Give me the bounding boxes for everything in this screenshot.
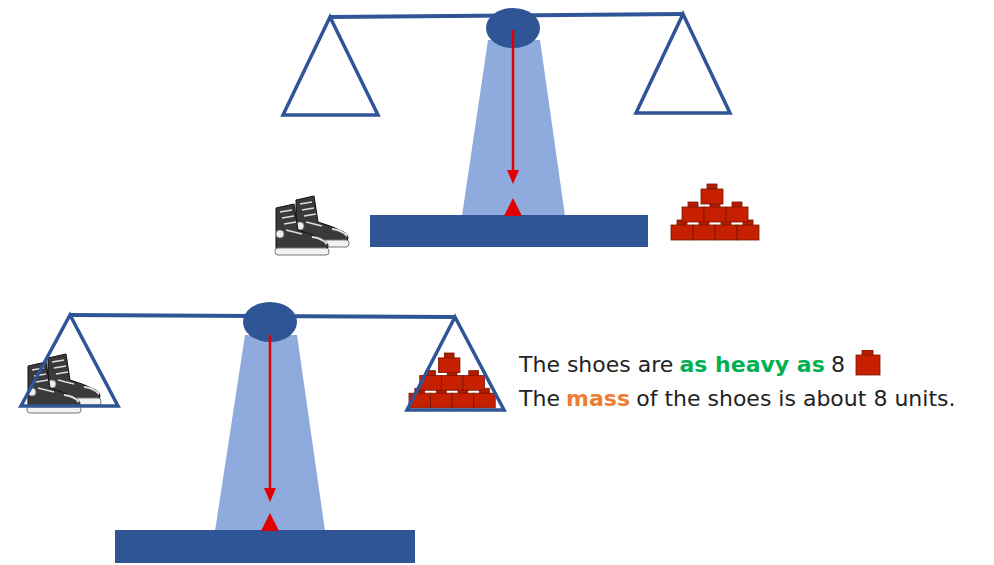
text-line: The shoes are as heavy as8 <box>519 349 979 380</box>
caption-text: The <box>519 386 560 411</box>
brick-icon <box>855 350 881 376</box>
text-line: Themassof the shoes is about 8 units. <box>519 383 959 414</box>
scale-pan <box>407 317 504 410</box>
key-word: as heavy as <box>680 352 825 377</box>
pointer-line <box>512 30 515 174</box>
scale-stand <box>215 335 325 531</box>
pointer-head <box>264 488 276 502</box>
scale-base <box>370 215 648 247</box>
scale-pan <box>21 315 118 406</box>
caption-text: The shoes are <box>519 352 673 377</box>
brick-body <box>856 355 880 375</box>
brick-heap <box>671 184 759 240</box>
key-word: mass <box>566 386 630 411</box>
pointer-line <box>269 335 272 492</box>
pointer-head <box>507 170 519 184</box>
caption-text: 8 <box>831 352 845 377</box>
scale-base <box>115 530 415 563</box>
balance-mark <box>504 198 522 216</box>
scale-pan <box>636 14 730 113</box>
balanced-scale <box>21 302 504 563</box>
empty-scale <box>275 8 759 255</box>
caption-text: of the shoes is about 8 units. <box>636 386 955 411</box>
shoes-picture <box>275 196 349 255</box>
shoes-picture <box>27 354 101 413</box>
balance-mark <box>261 513 279 531</box>
scale-pan <box>283 17 378 115</box>
